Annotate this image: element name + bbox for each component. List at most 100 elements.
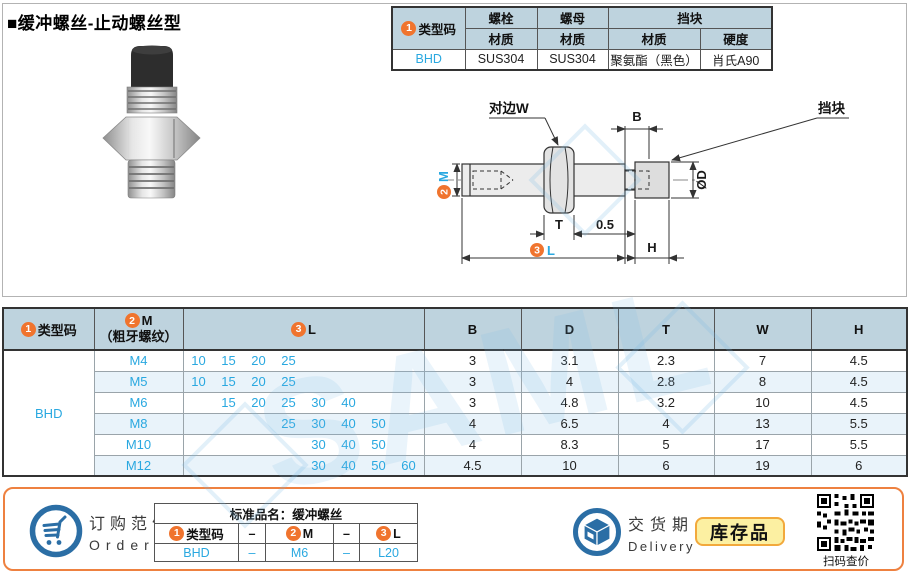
l-option[interactable]: 20: [251, 353, 266, 369]
l-option[interactable]: [334, 374, 364, 389]
l-option[interactable]: [184, 395, 214, 410]
spec-block-hardness: 肖氏A90: [699, 48, 773, 71]
l-option[interactable]: 40: [341, 457, 356, 473]
l-option[interactable]: [214, 458, 244, 473]
l-option[interactable]: [394, 416, 424, 431]
technical-drawing: 对边W B 挡块 2 M ØD T 0.5 3 L H: [436, 100, 849, 264]
l-values: 10 15 20 25: [182, 349, 425, 372]
b-value: 4.5: [423, 454, 522, 477]
l-option[interactable]: 30: [311, 457, 326, 473]
l-option[interactable]: 15: [221, 395, 236, 410]
circled-2-badge: 2: [285, 526, 301, 541]
l-option[interactable]: [394, 395, 424, 410]
l-option[interactable]: [394, 437, 424, 452]
l-option[interactable]: [274, 458, 304, 473]
l-option[interactable]: [334, 353, 364, 368]
d-value: 4.8: [520, 391, 619, 414]
qr-code: [817, 494, 874, 551]
l-option[interactable]: 15: [221, 374, 236, 389]
d-value: 6.5: [520, 412, 619, 435]
l-option[interactable]: [364, 395, 394, 410]
l-option[interactable]: 25: [281, 416, 296, 431]
l-option[interactable]: [304, 353, 334, 368]
l-option[interactable]: [274, 437, 304, 452]
l-option[interactable]: [184, 458, 214, 473]
l-option[interactable]: [394, 374, 424, 389]
col-header-t: T: [617, 307, 715, 351]
order-product-name: 标准品名：缓冲螺丝: [154, 503, 418, 524]
l-values: 15 20 25 30 40: [182, 391, 425, 414]
spec-bolt-material: SUS304: [464, 48, 538, 71]
svg-text:2: 2: [439, 189, 451, 195]
l-option[interactable]: [184, 437, 214, 452]
l-option[interactable]: 40: [341, 416, 356, 431]
h-value: 4.5: [810, 349, 908, 372]
l-option[interactable]: [184, 416, 214, 431]
l-option[interactable]: [244, 458, 274, 473]
dim-d-label: ØD: [694, 170, 709, 190]
spec-group-bolt: 螺栓: [464, 6, 538, 29]
block-label: 挡块: [818, 100, 846, 116]
l-option[interactable]: 25: [281, 374, 296, 389]
col-header-d: D: [520, 307, 619, 351]
type-code-cell[interactable]: BHD: [2, 349, 95, 477]
l-option[interactable]: 30: [311, 437, 326, 452]
delivery-label-cn: 交货期: [628, 517, 695, 534]
svg-text:3: 3: [534, 245, 540, 257]
d-value: 10: [520, 454, 619, 477]
l-option[interactable]: [364, 353, 394, 368]
spec-sub-material-bolt: 材质: [464, 27, 538, 50]
circled-3-badge: [530, 243, 544, 257]
h-value: 4.5: [810, 391, 908, 414]
dim-l-label: 3 L: [530, 243, 555, 258]
h-value: 6: [810, 454, 908, 477]
across-flats-label: 对边W: [489, 100, 529, 116]
product-photo: [102, 45, 201, 199]
l-option[interactable]: 10: [191, 353, 206, 369]
t-value: 3.2: [617, 391, 715, 414]
l-option[interactable]: 10: [191, 374, 206, 389]
l-option[interactable]: 25: [281, 395, 296, 410]
l-option[interactable]: 20: [251, 374, 266, 389]
l-option[interactable]: 20: [251, 395, 266, 410]
svg-text:M: M: [436, 171, 451, 182]
svg-text:ØD: ØD: [694, 170, 709, 190]
order-product-name-row: 标准品名：缓冲螺丝: [154, 503, 418, 524]
l-option[interactable]: 50: [371, 437, 386, 452]
lower-thread-shape: [127, 159, 176, 199]
cart-icon: [29, 504, 83, 558]
l-option[interactable]: [244, 416, 274, 431]
m-value: M12: [93, 454, 184, 477]
l-option[interactable]: [214, 416, 244, 431]
l-option[interactable]: 25: [281, 353, 296, 369]
l-option[interactable]: [364, 374, 394, 389]
l-option[interactable]: 15: [221, 353, 236, 369]
l-option[interactable]: 40: [341, 437, 356, 452]
hex-nut-shape: [102, 116, 201, 161]
col-header-w: W: [713, 307, 812, 351]
t-value: 2.8: [617, 370, 715, 393]
b-value: 3: [423, 391, 522, 414]
l-option[interactable]: 50: [371, 457, 386, 473]
spec-code-value[interactable]: BHD: [391, 48, 466, 71]
l-option[interactable]: [214, 437, 244, 452]
l-option[interactable]: 40: [341, 395, 356, 410]
l-option[interactable]: 30: [311, 416, 326, 431]
l-option[interactable]: 50: [371, 416, 386, 431]
order-dash-value: –: [333, 543, 360, 562]
l-option[interactable]: [244, 437, 274, 452]
t-value: 2.3: [617, 349, 715, 372]
b-value: 4: [423, 412, 522, 435]
delivery-label-en: Delivery: [628, 539, 695, 554]
l-option[interactable]: [394, 353, 424, 368]
l-option[interactable]: [304, 374, 334, 389]
l-option[interactable]: 60: [401, 457, 416, 473]
l-values: 10 15 20 25: [182, 370, 425, 393]
l-option[interactable]: 30: [311, 395, 326, 410]
m-value: M4: [93, 349, 184, 372]
